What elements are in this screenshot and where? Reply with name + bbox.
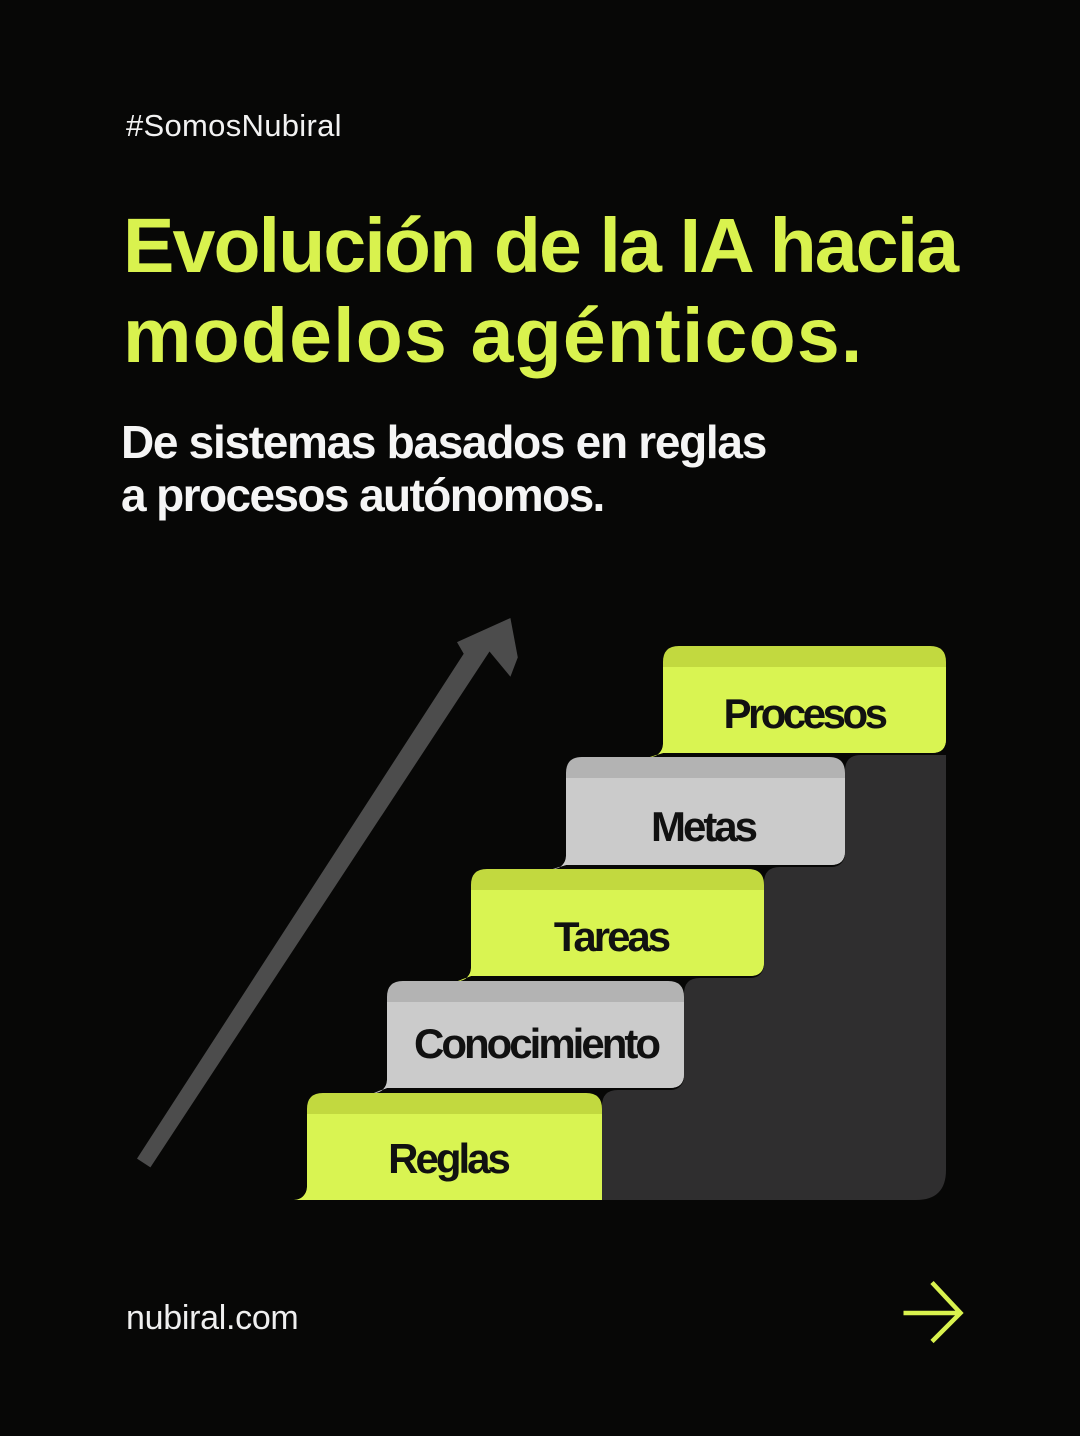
svg-text:Reglas: Reglas (388, 1135, 509, 1182)
svg-text:Procesos: Procesos (723, 690, 886, 737)
svg-text:Conocimiento: Conocimiento (414, 1020, 660, 1067)
svg-text:Tareas: Tareas (554, 913, 670, 960)
svg-text:Metas: Metas (651, 803, 757, 850)
